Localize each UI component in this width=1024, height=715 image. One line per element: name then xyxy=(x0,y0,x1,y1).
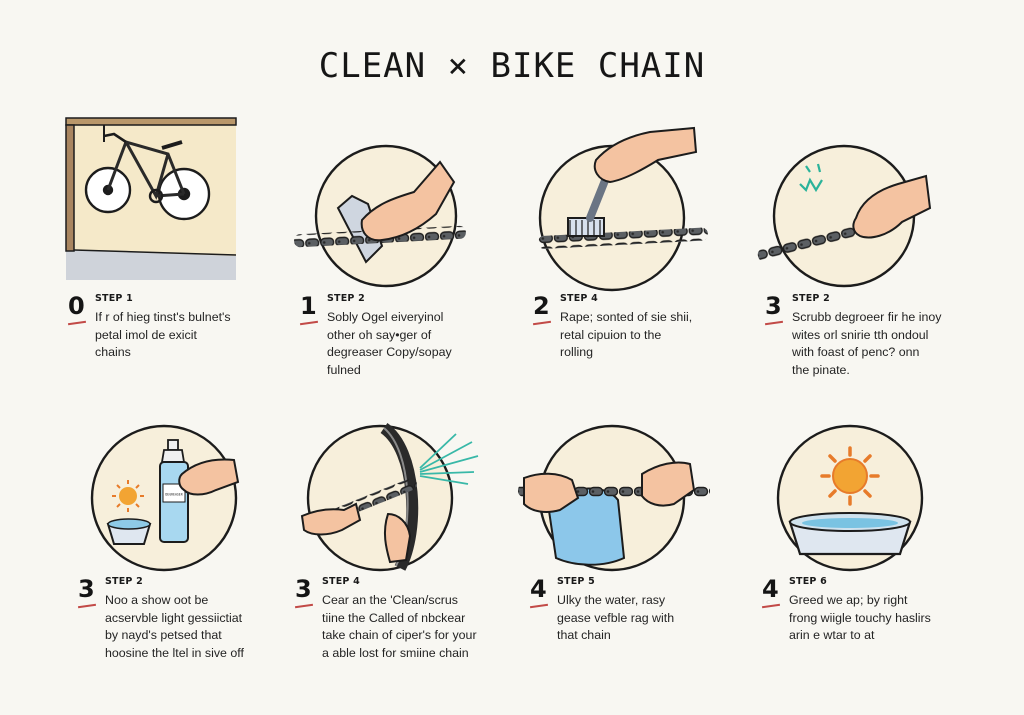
dry-chain-illustration xyxy=(518,424,710,572)
bowl-icon xyxy=(788,512,912,556)
step-label: STEP 5 xyxy=(557,576,595,587)
hand-icon xyxy=(852,174,932,239)
step-label: STEP 2 xyxy=(327,293,365,304)
step-text: Rape; sonted of sie shii, retal cipuion … xyxy=(560,310,693,359)
step-underline xyxy=(67,320,87,326)
step-label: STEP 2 xyxy=(792,293,830,304)
spray-icon xyxy=(419,433,479,485)
wipe-chain-illustration xyxy=(294,144,466,288)
step-underline xyxy=(529,603,549,609)
step-label: STEP 2 xyxy=(105,576,143,587)
hand-icon xyxy=(523,472,580,513)
hand-icon xyxy=(178,458,240,496)
step-underline xyxy=(764,320,784,326)
step-number: 0 xyxy=(68,292,85,320)
step-label: STEP 4 xyxy=(560,293,598,304)
step-text: Scrubb degroeer fir he inoy wites orl sn… xyxy=(792,310,942,377)
step-text: Greed we ap; by right frong wiigle touch… xyxy=(789,593,931,642)
step-number: 3 xyxy=(765,292,782,320)
bicycle-icon xyxy=(84,125,211,221)
step-text: If r of hieg tinst's bulnet's petal imol… xyxy=(95,310,231,359)
step-number: 4 xyxy=(762,575,779,603)
step-number: 3 xyxy=(295,575,312,603)
bottle-label: DEGREASER xyxy=(165,493,182,497)
step-label: STEP 1 xyxy=(95,293,133,304)
step-underline xyxy=(294,603,314,609)
inspect-chain-illustration xyxy=(757,144,932,288)
step-label: STEP 4 xyxy=(322,576,360,587)
bike-on-wall-illustration xyxy=(65,117,237,280)
step-underline xyxy=(77,603,97,609)
step-label: STEP 6 xyxy=(789,576,827,587)
sun-icon xyxy=(112,480,144,512)
sun-icon xyxy=(820,446,880,506)
step-text: Ulky the water, rasy gease vefble rag wi… xyxy=(557,593,675,642)
hand-icon xyxy=(593,126,698,184)
hand-icon xyxy=(300,502,362,536)
step-text: Sobly Ogel eiveryinol other oh say•ger o… xyxy=(327,310,452,377)
step-text: Cear an the 'Clean/scrus tiine the Calle… xyxy=(322,593,477,660)
sun-bowl-illustration xyxy=(776,424,924,572)
step-text: Noo a show oot be acservble light gessii… xyxy=(105,593,244,660)
step-underline xyxy=(299,320,319,326)
step-number: 3 xyxy=(78,575,95,603)
step-underline xyxy=(761,603,781,609)
chain-icon xyxy=(538,227,708,249)
page-title: CLEAN × BIKE CHAIN xyxy=(318,46,706,86)
rinse-chain-illustration xyxy=(300,423,479,572)
brush-chain-illustration xyxy=(538,126,708,292)
hand-icon xyxy=(360,160,456,242)
hand-icon xyxy=(641,461,696,507)
step-underline xyxy=(532,320,552,326)
hand-icon xyxy=(383,512,412,564)
step-number: 2 xyxy=(533,292,550,320)
degreaser-bottle-illustration: DEGREASER xyxy=(90,424,240,572)
step-number: 4 xyxy=(530,575,547,603)
step-number: 1 xyxy=(300,292,317,320)
